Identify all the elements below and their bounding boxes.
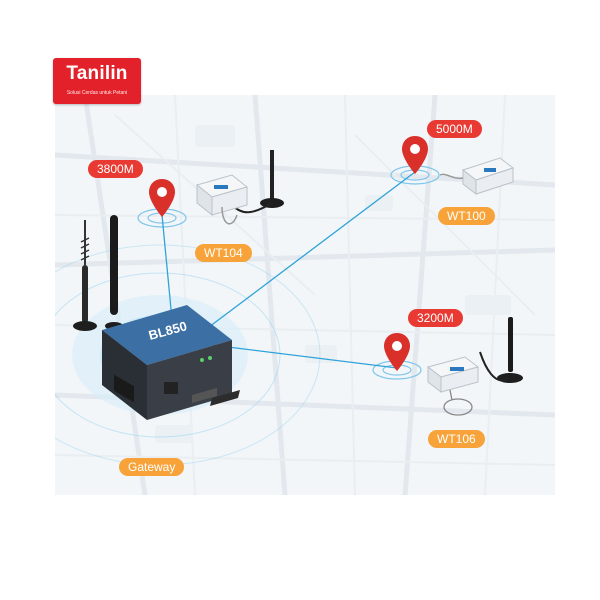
link-line-wt100	[204, 171, 416, 331]
gateway-label: Gateway	[119, 458, 185, 476]
wt106-sensor-icon	[426, 317, 523, 416]
wt100-location-pin-icon	[402, 136, 428, 174]
wt106-location-pin-icon	[384, 333, 410, 371]
wt104-location-pin-icon	[149, 179, 175, 217]
tanilin-logo: Tanilin Solusi Cerdas untuk Petani	[53, 58, 141, 104]
wt100-sensor-icon	[439, 157, 515, 196]
wt104-model-label: WT104	[195, 244, 252, 262]
logo-brand-text: Tanilin	[66, 63, 128, 84]
logo-tagline: Solusi Cerdas untuk Petani	[66, 90, 128, 96]
gateway-device-icon: BL850	[102, 305, 240, 420]
wt104-distance-label: 3800M	[88, 160, 143, 178]
wt100-distance-label: 5000M	[427, 120, 482, 138]
wt100-model-label: WT100	[438, 207, 495, 225]
wt106-model-label: WT106	[428, 430, 485, 448]
wt104-sensor-icon	[195, 150, 284, 225]
link-line-wt106	[211, 344, 398, 369]
wt106-distance-label: 3200M	[408, 309, 463, 327]
